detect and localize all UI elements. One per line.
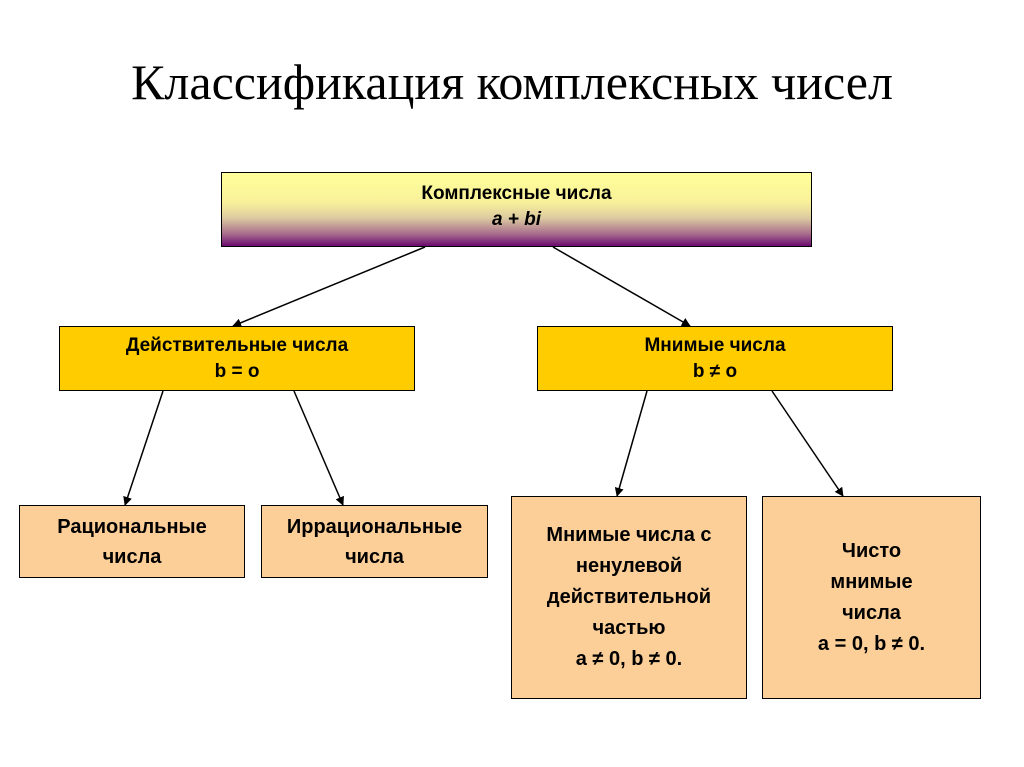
- irrational-numbers-line1: Иррациональные: [286, 515, 463, 538]
- irrational-numbers-line2: числа: [345, 545, 404, 568]
- arrow-root-to-imaginary: [552, 246, 691, 327]
- real-numbers-label: Действительные числа: [125, 335, 349, 356]
- pure-imaginary-line2: мнимые: [830, 570, 913, 593]
- arrow-root-to-real: [232, 246, 426, 328]
- irrational-numbers-box: Иррациональные числа: [261, 505, 488, 578]
- rational-numbers-box: Рациональные числа: [19, 505, 245, 578]
- arrow-real-to-irrational: [293, 390, 344, 506]
- real-numbers-box: Действительные числа b = o: [59, 326, 415, 391]
- pure-imaginary-line3: числа: [842, 601, 901, 624]
- pure-imaginary-condition: a = 0, b ≠ 0.: [817, 632, 926, 655]
- real-numbers-condition: b = o: [214, 361, 260, 382]
- arrow-imaginary-to-pure: [771, 390, 844, 497]
- imaginary-nonzero-real-line3: действительной: [546, 586, 712, 608]
- complex-numbers-label: Комплексные числа: [421, 183, 612, 204]
- complex-numbers-formula: a + bi: [491, 209, 542, 230]
- complex-numbers-box: Комплексные числа a + bi: [221, 172, 812, 247]
- pure-imaginary-box: Чисто мнимые числа a = 0, b ≠ 0.: [762, 496, 981, 699]
- imaginary-nonzero-real-box: Мнимые числа с ненулевой действительной …: [511, 496, 747, 699]
- imaginary-nonzero-real-condition: a ≠ 0, b ≠ 0.: [575, 648, 683, 670]
- imaginary-nonzero-real-line1: Мнимые числа с: [546, 524, 712, 546]
- page-title: Классификация комплексных чисел: [131, 54, 893, 110]
- imaginary-nonzero-real-line4: частью: [592, 617, 666, 639]
- imaginary-nonzero-real-line2: ненулевой: [575, 555, 683, 577]
- rational-numbers-line2: числа: [102, 545, 162, 568]
- imaginary-numbers-condition: b ≠ o: [692, 361, 738, 382]
- arrow-imaginary-to-nonzero-real: [614, 390, 648, 497]
- pure-imaginary-line1: Чисто: [841, 539, 902, 562]
- imaginary-numbers-label: Мнимые числа: [644, 335, 786, 356]
- imaginary-numbers-box: Мнимые числа b ≠ o: [537, 326, 893, 391]
- arrow-real-to-rational: [123, 390, 164, 506]
- rational-numbers-line1: Рациональные: [57, 515, 207, 538]
